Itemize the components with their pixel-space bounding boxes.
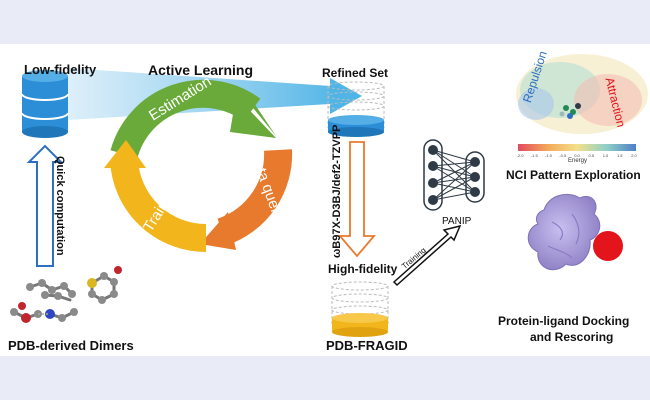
colorbar-tick-label: -1.5 [531,153,539,158]
energy-axis-label: Energy [568,158,588,164]
colorbar-tick-label: -2.0 [517,153,525,158]
beam-arrowhead [330,78,362,114]
estimation-arc [110,79,261,159]
nci-label: NCI Pattern Exploration [506,168,641,182]
active-learning-cycle [104,79,293,253]
colorbar-tick-label: 2.0 [631,153,637,158]
quick-computation-label: Quick computation [54,156,66,256]
colorbar-tick-label: -1.0 [545,153,553,158]
colorbar-tick-label: 1.0 [603,153,609,158]
pdb-dimers-label: PDB-derived Dimers [8,338,134,353]
data-query-arrowhead [200,212,236,250]
colorbar-ticks: -2.0 -1.5 -1.0 -0.5 0.0 0.5 1.0 1.5 2.0 [517,153,638,158]
colorbar-tick-label: 0.0 [574,153,580,158]
colorbar-tick-label: 0.5 [588,153,594,158]
refined-set-cylinder-icon [327,81,385,137]
colorbar-tick-label: -0.5 [559,153,567,158]
pdb-fragid-label: PDB-FRAGID [326,338,408,353]
database-icon [21,70,69,138]
docking-label-line1: Protein-ligand Docking [498,314,630,328]
estimation-arrowhead [240,92,276,136]
colorbar-tick-label: 1.5 [617,153,623,158]
training-arc [110,158,207,253]
energy-colorbar [518,144,636,151]
high-fidelity-label: High-fidelity [328,262,398,276]
training-arrowhead [104,140,146,168]
training-arrow [392,224,462,287]
protein-icon [527,194,601,271]
refinement-arrow [338,141,376,258]
panip-label: PANIP [442,216,472,227]
data-query-arc [217,149,293,246]
method-label: ωB97X-D3BJ/def2-TZVPP [331,124,343,258]
docking-label-line2: and Rescoring [530,330,614,344]
pdb-fragid-cylinder-icon [331,281,389,337]
refined-set-label: Refined Set [322,66,389,80]
ligand-icon [593,231,623,261]
low-fidelity-label: Low-fidelity [24,62,97,77]
panip-network-icon [423,139,485,211]
active-learning-title: Active Learning [148,62,254,78]
quick-computation-arrow [26,144,64,267]
molecule-dimers-icon [10,266,122,323]
nci-scatter-plot [516,54,648,134]
